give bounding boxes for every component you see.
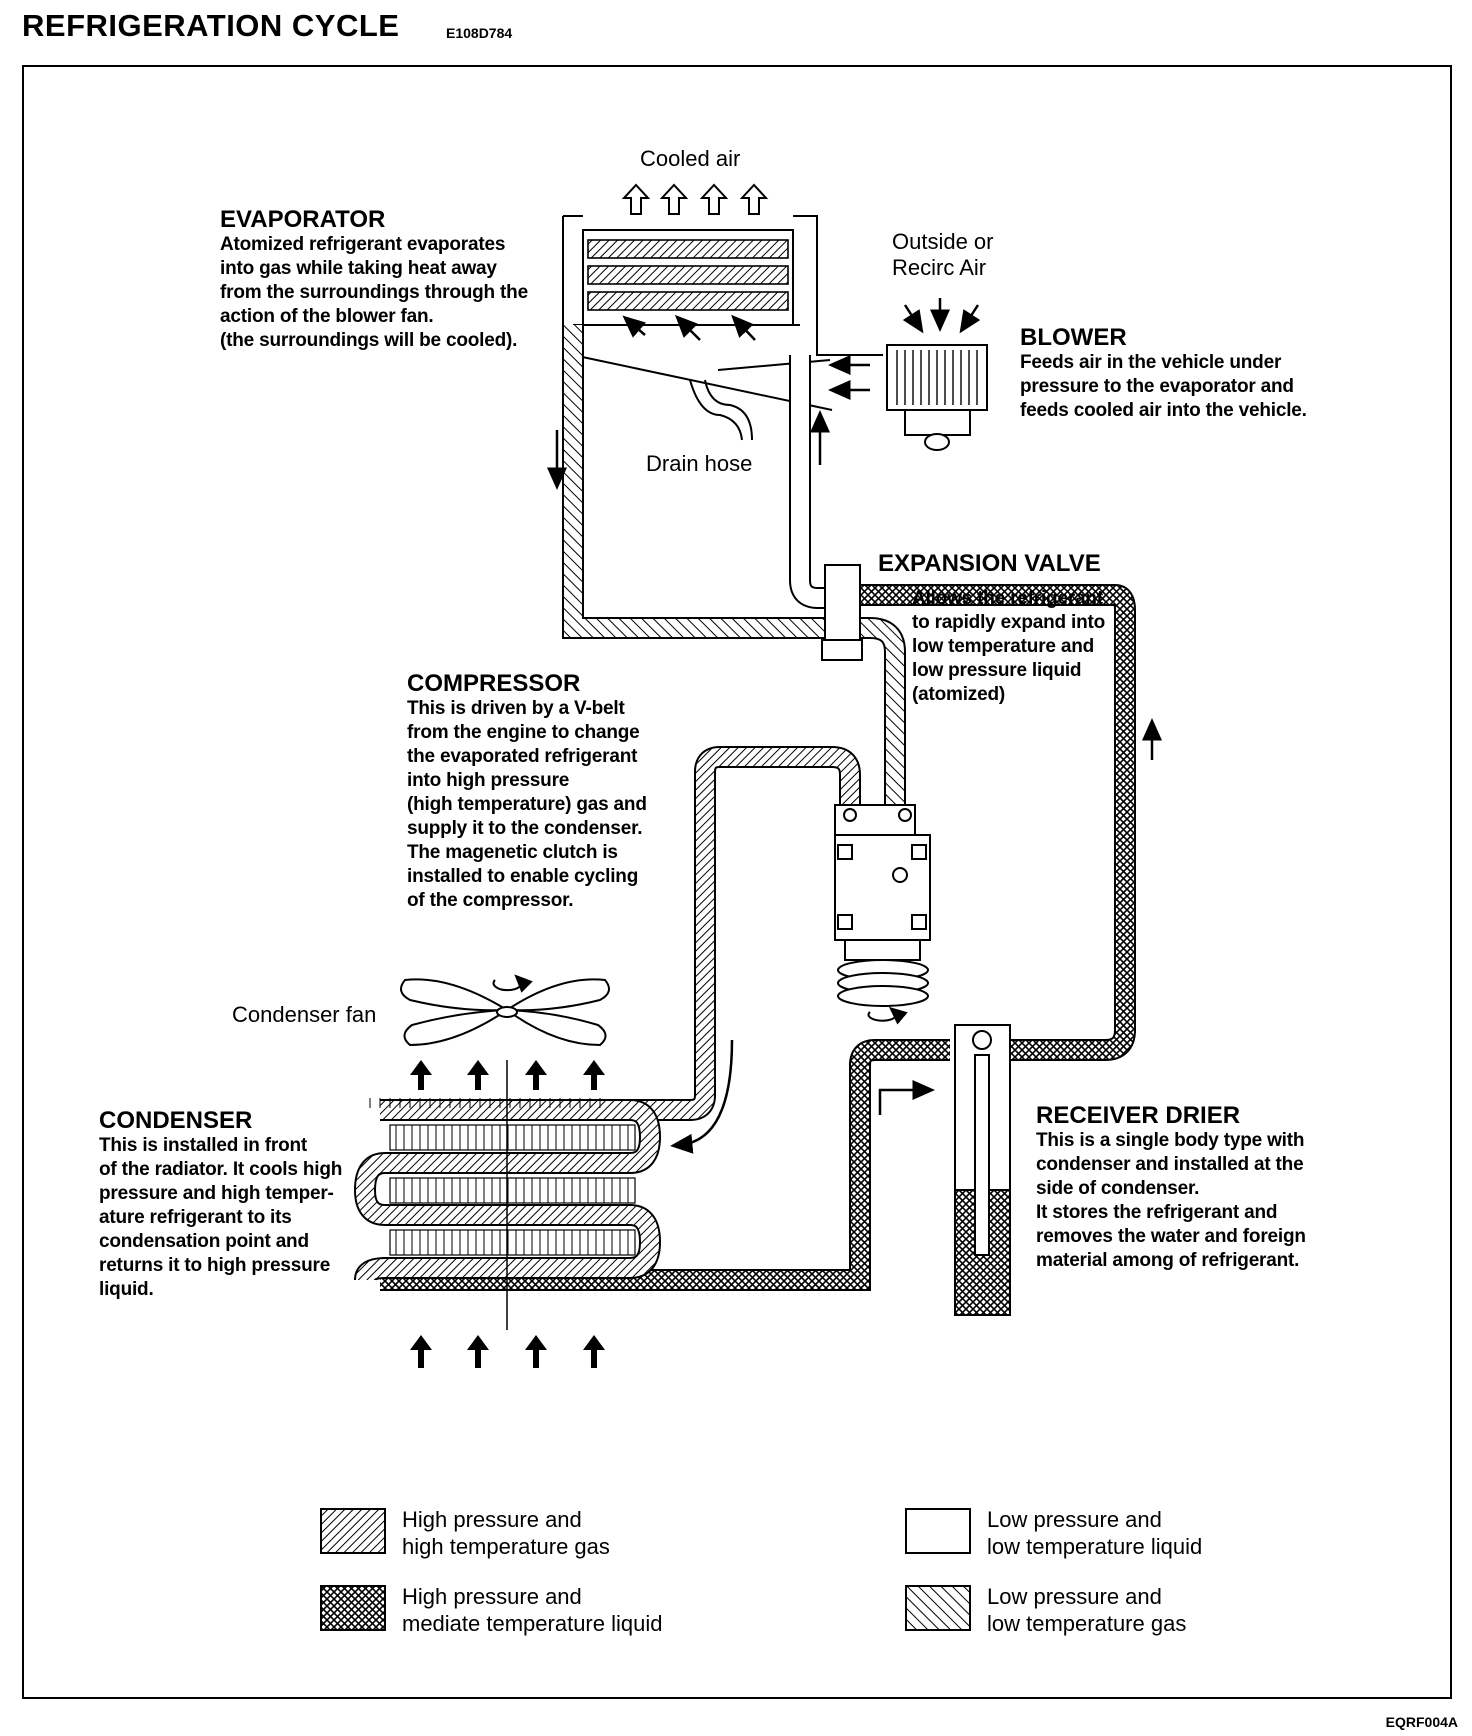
legend-swatch-hp-gas (320, 1508, 386, 1554)
blower-unit (886, 344, 988, 451)
blower-description: Feeds air in the vehicle under pressure … (1020, 352, 1307, 421)
compressor-title: COMPRESSOR (407, 670, 581, 697)
condenser-section: CONDENSER This is installed in front of … (99, 1108, 379, 1302)
compressor (834, 804, 931, 1025)
up-solid-arrow-icon (410, 1060, 605, 1368)
legend-label-hp-liquid: High pressure and mediate temperature li… (402, 1584, 663, 1636)
rotation-arrow-icon (492, 974, 533, 993)
expansion-valve-description: Allows the refrigerant to rapidly expand… (912, 588, 1106, 705)
legend-label-lp-gas: Low pressure and low temperature gas (987, 1584, 1187, 1636)
condenser-coil (353, 1060, 662, 1330)
figure-code: EQRF004A (1385, 1714, 1458, 1730)
evaporator-description: Atomized refrigerant evaporates into gas… (220, 234, 528, 351)
receiver-drier-title: RECEIVER DRIER (1036, 1102, 1241, 1129)
blower-section: BLOWER Feeds air in the vehicle under pr… (1020, 325, 1340, 423)
condenser-fan (400, 974, 610, 1047)
legend-swatch-hp-liquid (320, 1585, 386, 1631)
page-code: E108D784 (446, 25, 513, 41)
condenser-description: This is installed in front of the radiat… (99, 1135, 343, 1300)
expansion-valve-section: EXPANSION VALVE Allows the refrigerant t… (878, 551, 1138, 707)
compressor-section: COMPRESSOR This is driven by a V-belt fr… (407, 671, 697, 913)
compressor-description: This is driven by a V-belt from the engi… (407, 698, 647, 911)
legend-label-hp-gas: High pressure and high temperature gas (402, 1507, 610, 1559)
low-pressure-liquid-pipe (789, 355, 838, 609)
evaporator-section: EVAPORATOR Atomized refrigerant evaporat… (220, 207, 565, 353)
condenser-title: CONDENSER (99, 1107, 253, 1134)
legend-label-lp-liquid: Low pressure and low temperature liquid (987, 1507, 1203, 1559)
drain-hose-label: Drain hose (646, 451, 753, 476)
high-pressure-liquid-pipe (380, 584, 1136, 1291)
receiver-drier (954, 1024, 1011, 1316)
page-title: REFRIGERATION CYCLE (22, 8, 400, 43)
blower-title: BLOWER (1020, 324, 1127, 351)
legend-swatch-lp-liquid (905, 1508, 971, 1554)
diagram-frame (22, 65, 1452, 1699)
up-outline-arrow-icon (621, 183, 769, 215)
expansion-valve-title: EXPANSION VALVE (878, 550, 1101, 577)
expansion-valve (821, 564, 863, 661)
legend-swatch-lp-gas (905, 1585, 971, 1631)
flow-arrows (547, 298, 1162, 1154)
cooled-air-label: Cooled air (640, 146, 741, 171)
high-pressure-gas-pipe (380, 746, 861, 1121)
receiver-drier-section: RECEIVER DRIER This is a single body typ… (1036, 1103, 1356, 1273)
receiver-drier-description: This is a single body type with condense… (1036, 1130, 1306, 1271)
evaporator-unit (562, 215, 883, 441)
low-pressure-gas-pipe (562, 325, 906, 810)
outside-air-label: Outside or Recirc Air (892, 229, 994, 280)
condenser-fan-label: Condenser fan (232, 1002, 377, 1027)
evaporator-title: EVAPORATOR (220, 206, 386, 233)
